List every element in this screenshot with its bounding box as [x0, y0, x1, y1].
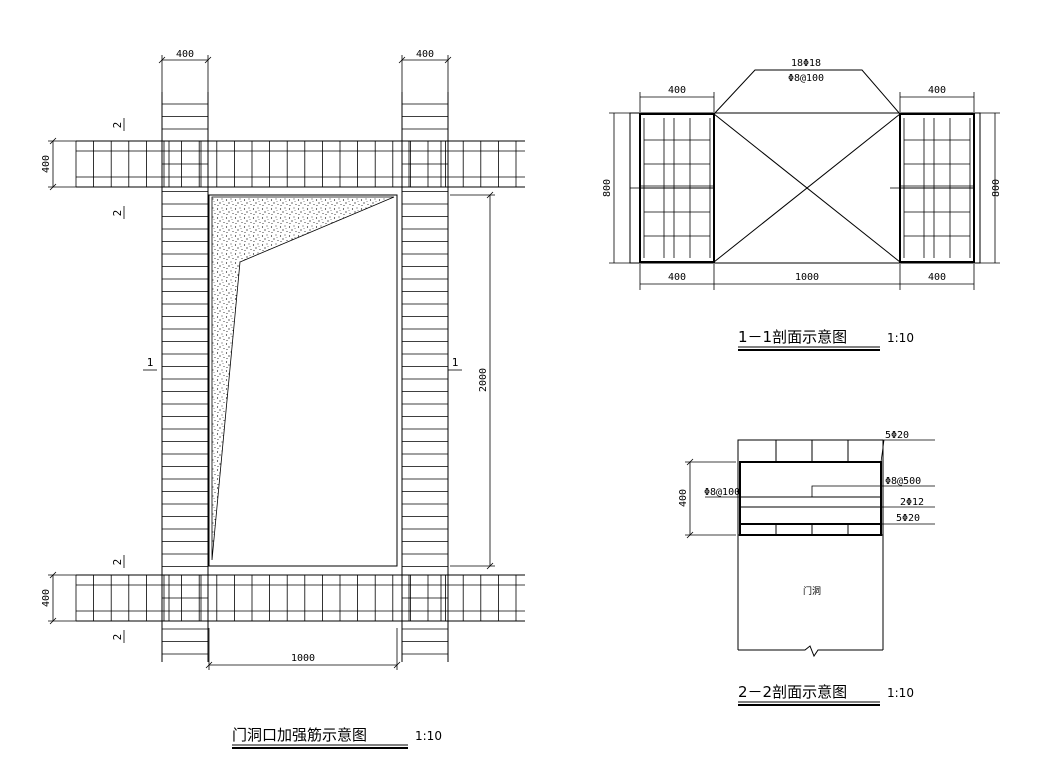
- dim-beam-top: 400: [41, 137, 76, 191]
- section22-leader-top: [880, 439, 935, 463]
- section22-stirrup-cage: [739, 461, 882, 536]
- section22-title: 2－2剖面示意图: [738, 683, 847, 701]
- dim-opening-height: 2000: [450, 191, 495, 570]
- dim-beam-top-label: 400: [41, 155, 52, 173]
- dim-col-right-label: 400: [416, 49, 434, 60]
- section22-label-door: 门洞: [803, 585, 821, 597]
- section-marks: 2 2 2 2 1 1: [111, 118, 462, 643]
- section11-scale: 1:10: [887, 331, 914, 345]
- section-2-2: 5Φ20 Φ8@500 Φ8@100 2Φ12 5Φ20 门洞 400 2－2剖…: [678, 430, 935, 706]
- section11-cross-b: [713, 113, 901, 263]
- dim-col-left: 400: [158, 49, 212, 92]
- section11-callout-stirrup: Φ8@100: [788, 73, 824, 84]
- section22-dim-height: 400: [678, 458, 736, 539]
- dim-opening-height-label: 2000: [478, 368, 489, 392]
- section22-label-stirrup-left: Φ8@100: [704, 487, 740, 498]
- section22-break-line: [738, 645, 883, 658]
- dim-opening-width: 1000: [205, 628, 401, 670]
- dim-col-right: 400: [398, 49, 452, 92]
- section22-ties: [775, 440, 849, 535]
- section11-callout-leader: [713, 69, 901, 115]
- section11-dim-bottom-right: 400: [928, 272, 946, 283]
- section-mark-1-right: 1: [452, 356, 459, 369]
- dim-beam-bottom-label: 400: [41, 589, 52, 607]
- section11-dim-top: 400 400: [639, 85, 975, 112]
- section-1-1: 18Φ18 Φ8@100 400 400 400 1000 400: [602, 58, 1002, 351]
- section11-dim-bottom-left: 400: [668, 272, 686, 283]
- dim-col-left-label: 400: [176, 49, 194, 60]
- speckled-infill: [211, 196, 395, 561]
- section22-scale: 1:10: [887, 686, 914, 700]
- section-mark-2-b: 2: [111, 210, 124, 217]
- section11-dim-top-right: 400: [928, 85, 946, 96]
- section11-dim-height-right: 800: [991, 179, 1002, 197]
- section-mark-1-left: 1: [147, 356, 154, 369]
- section22-label-top-bars: 5Φ20: [885, 430, 909, 441]
- section22-label-bottom-bars: 5Φ20: [896, 513, 920, 524]
- door-opening: [208, 194, 398, 567]
- section-mark-2-a: 2: [111, 122, 124, 129]
- plan-rebar-grid: [75, 92, 525, 662]
- section22-beam-outline: [737, 439, 884, 536]
- section-mark-2-d: 2: [111, 634, 124, 641]
- section11-dim-top-left: 400: [668, 85, 686, 96]
- section22-leader-stirrup: [811, 485, 935, 497]
- dim-beam-bottom: 400: [41, 571, 76, 625]
- section11-callout-bars: 18Φ18: [791, 58, 821, 69]
- section11-rebar: [630, 118, 974, 258]
- section11-title: 1－1剖面示意图: [738, 328, 847, 346]
- section22-label-stirrup-right: Φ8@500: [885, 476, 921, 487]
- section11-dim-bottom-mid: 1000: [795, 272, 819, 283]
- section-mark-2-c: 2: [111, 559, 124, 566]
- plan-title: 门洞口加强筋示意图: [232, 726, 367, 744]
- section22-label-middle-bars: 2Φ12: [900, 497, 924, 508]
- section22-dim-height-label: 400: [678, 489, 689, 507]
- section11-dim-height-left: 800: [602, 179, 613, 197]
- plan-scale: 1:10: [415, 729, 442, 743]
- opening-plan-view: 400 400 400 400: [41, 49, 525, 749]
- section11-dim-sides: 800 800: [602, 112, 1002, 264]
- section11-dim-bottom: 400 1000 400: [639, 264, 975, 290]
- dim-opening-width-label: 1000: [291, 653, 315, 664]
